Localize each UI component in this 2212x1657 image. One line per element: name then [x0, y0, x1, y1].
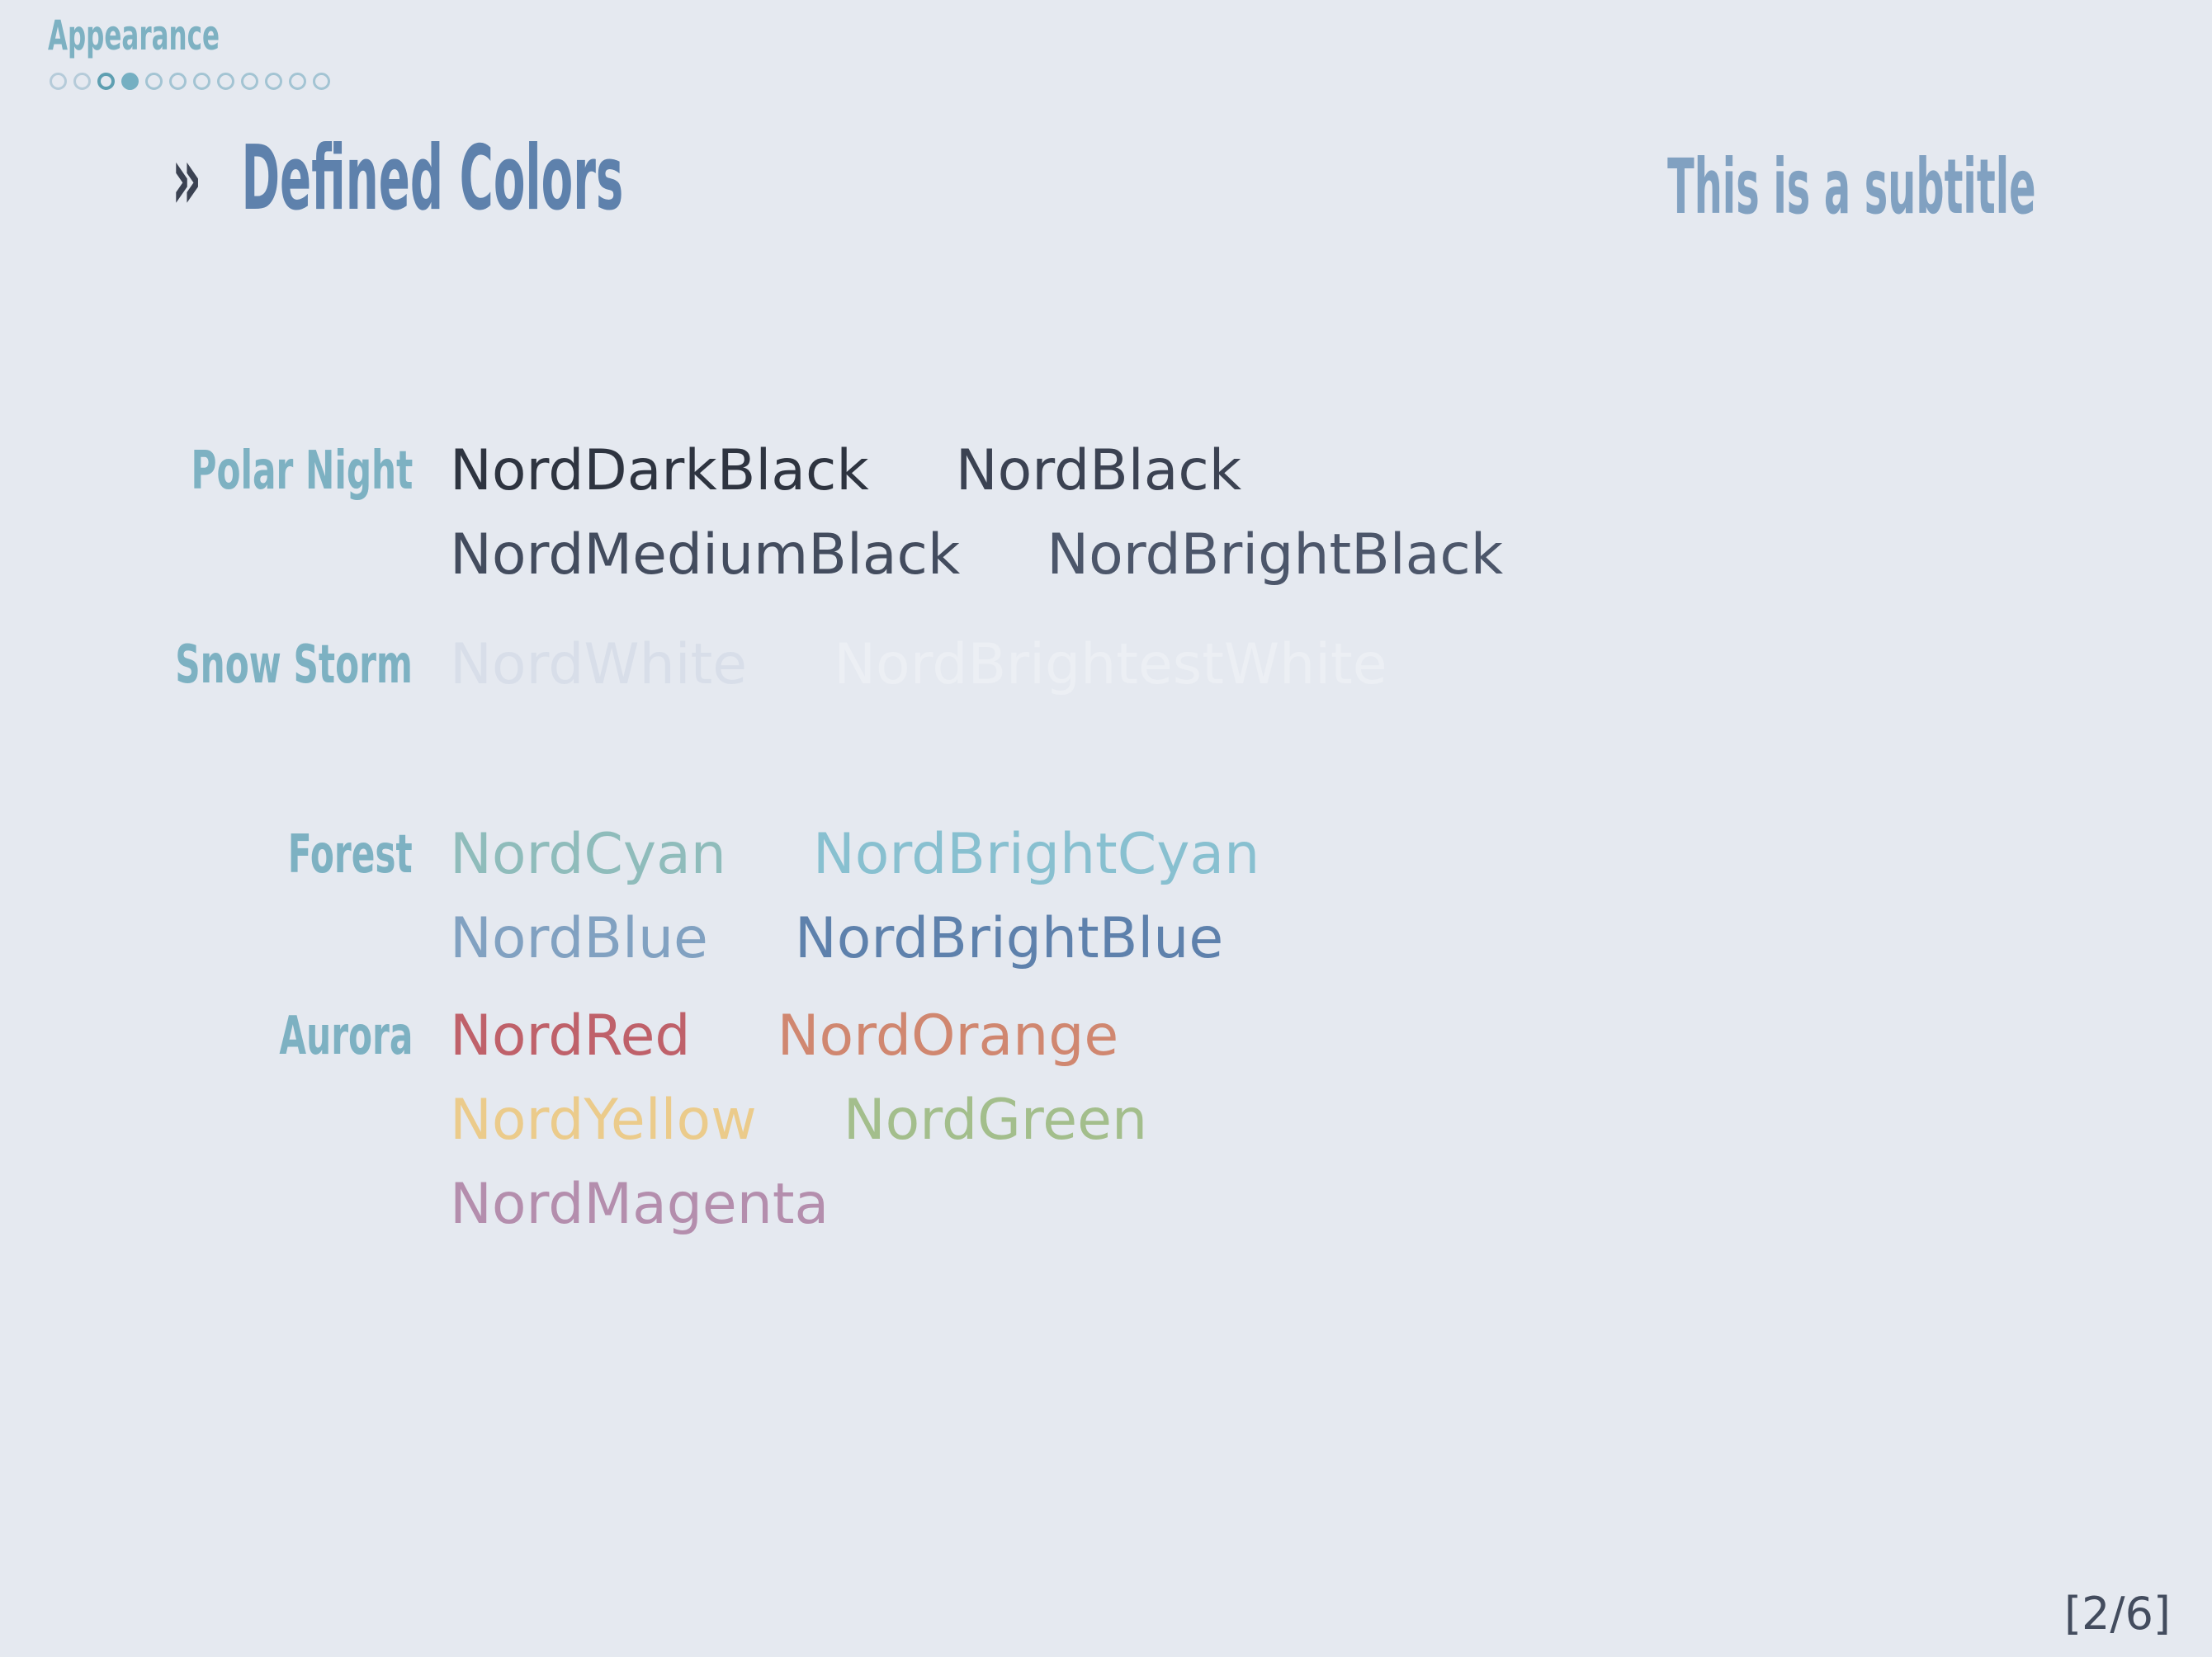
color-name: NordBlue — [450, 906, 708, 971]
page-subtitle: This is a subtitle — [1327, 145, 2036, 229]
progress-dot-future — [217, 73, 234, 90]
progress-dot-future — [241, 73, 258, 90]
progress-dot-past — [50, 73, 67, 90]
section-label-text: Appearance — [48, 12, 220, 59]
color-group: Snow Storm NordWhite NordBrightestWhite — [0, 623, 2212, 707]
progress-dot-current — [121, 73, 139, 90]
color-name: NordWhite — [450, 632, 748, 697]
page-indicator: [2/6] — [2063, 1588, 2171, 1640]
color-line: NordYellow NordGreen — [450, 1079, 2212, 1163]
color-name: NordBrightBlue — [794, 906, 1224, 971]
group-label: Snow Storm — [0, 623, 413, 707]
color-line: NordMagenta — [450, 1163, 2212, 1247]
progress-dots — [50, 73, 330, 90]
color-line: NordDarkBlack NordBlack — [450, 429, 2212, 513]
color-name: NordBrightBlack — [1047, 522, 1504, 588]
title-text: Defined Colors — [241, 127, 624, 230]
color-name: NordMediumBlack — [450, 522, 961, 588]
progress-dot-past — [73, 73, 91, 90]
color-line: NordCyan NordBrightCyan — [450, 813, 2212, 897]
progress-dot-future — [313, 73, 330, 90]
color-name: NordBrightestWhite — [834, 632, 1387, 697]
progress-dot-future — [169, 73, 187, 90]
color-line: NordWhite NordBrightestWhite — [450, 623, 2212, 707]
progress-dot-future — [193, 73, 210, 90]
progress-dot-current-outline — [97, 73, 115, 90]
group-label: Polar Night — [0, 429, 413, 513]
color-name: NordBlack — [955, 438, 1242, 503]
color-name: NordYellow — [450, 1088, 757, 1153]
color-name: NordDarkBlack — [450, 438, 869, 503]
group-label-text: Forest — [288, 824, 413, 885]
color-name: NordBrightCyan — [812, 822, 1260, 887]
group-label-text: Polar Night — [191, 441, 413, 502]
progress-dot-future — [145, 73, 163, 90]
color-line: NordBlue NordBrightBlue — [450, 897, 2212, 981]
subtitle-text: This is a subtitle — [1667, 143, 2036, 231]
group-label: Forest — [0, 813, 413, 897]
progress-dot-future — [265, 73, 282, 90]
color-name: NordGreen — [843, 1088, 1148, 1153]
group-label-text: Aurora — [279, 1006, 413, 1067]
page-title: » Defined Colors — [172, 130, 1041, 229]
group-label-text: Snow Storm — [175, 635, 413, 696]
title-marker-icon: » — [172, 127, 202, 230]
group-lines: NordWhite NordBrightestWhite — [450, 623, 2212, 707]
color-name: NordCyan — [450, 822, 726, 887]
section-label: Appearance — [48, 15, 324, 56]
color-line: NordMediumBlack NordBrightBlack — [450, 513, 2212, 597]
color-name: NordRed — [450, 1003, 691, 1069]
color-name: NordMagenta — [450, 1172, 830, 1237]
progress-dot-future — [289, 73, 306, 90]
color-line: NordRed NordOrange — [450, 994, 2212, 1079]
color-name: NordOrange — [777, 1003, 1119, 1069]
group-label: Aurora — [0, 994, 413, 1079]
